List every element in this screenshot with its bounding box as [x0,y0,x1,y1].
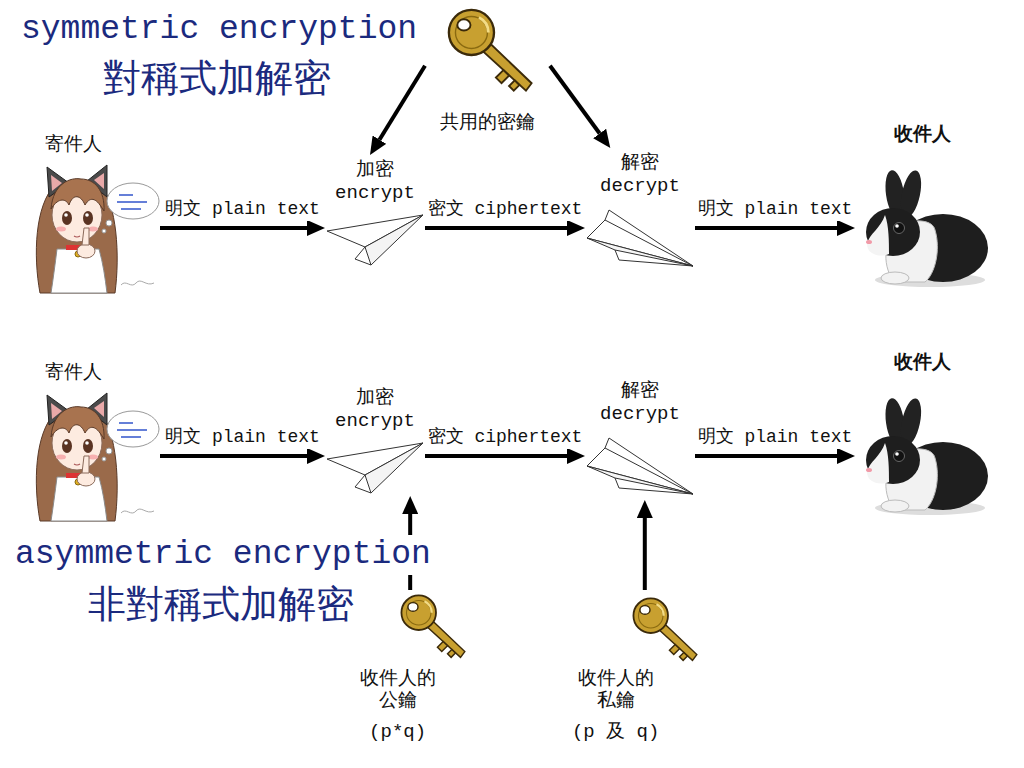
edge-label: 密文 ciphertext [425,199,586,221]
edge-label: 明文 plain text [695,199,856,221]
flow-arrow [425,226,567,230]
flow-arrow [160,454,307,458]
decrypt-node: 解密 decrypt [585,148,695,272]
encrypt-node: 加密 encrypt [325,155,425,268]
edge-label: 明文 plain text [162,427,323,449]
section-title: 對稱式加解密 [100,56,334,102]
sender-node: 寄件人 [25,130,160,292]
node-label: 收件人 [894,352,951,375]
public-key [401,595,464,657]
receiver-figure [866,397,988,515]
receiver-node: 收件人 [855,348,990,516]
decrypt-node: 解密 decrypt [585,376,695,500]
decrypt-plane [587,210,693,266]
node-label: 寄件人 [45,362,102,385]
node-label: 收件人的 私鑰 [570,668,661,714]
encrypt-node: 加密 encrypt [325,383,425,496]
receiver-figure [866,169,988,287]
section-title: 非對稱式加解密 [85,582,357,628]
sender-figure [36,393,159,521]
shared-key-node: 共用的密鑰 [425,5,550,137]
sender-figure [36,165,159,293]
flow-arrow [160,226,307,230]
node-label: 共用的密鑰 [440,112,535,135]
section-title: symmetric encryption [18,10,420,50]
flow-arrow [425,454,567,458]
receiver-node: 收件人 [855,120,990,288]
node-label: (p 及 q) [570,721,661,744]
node-label: 收件人的 公鑰 [352,668,443,714]
private-key-node: 收件人的 私鑰 (p 及 q) [565,590,705,746]
flow-arrow [550,66,600,134]
flow-arrow [379,66,425,140]
node-label: 解密 decrypt [593,152,688,198]
edge-label: 明文 plain text [162,199,323,221]
flow-arrow [695,454,837,458]
flow-arrow [695,226,837,230]
public-key-node: 收件人的 公鑰 (p*q) [350,590,468,746]
flow-arrow [643,518,647,590]
private-key [633,598,696,660]
node-label: (p*q) [352,721,443,744]
edge-label: 明文 plain text [695,427,856,449]
encrypt-plane [327,215,423,265]
node-label: 加密 encrypt [328,387,423,433]
shared-key [449,10,532,91]
node-label: 收件人 [894,124,951,147]
node-label: 加密 encrypt [328,159,423,205]
section-title: asymmetric encryption [12,535,434,575]
node-label: 寄件人 [45,134,102,157]
edge-label: 密文 ciphertext [425,427,586,449]
sender-node: 寄件人 [25,358,160,520]
encrypt-plane [327,443,423,493]
decrypt-plane [587,438,693,494]
node-label: 解密 decrypt [593,380,688,426]
